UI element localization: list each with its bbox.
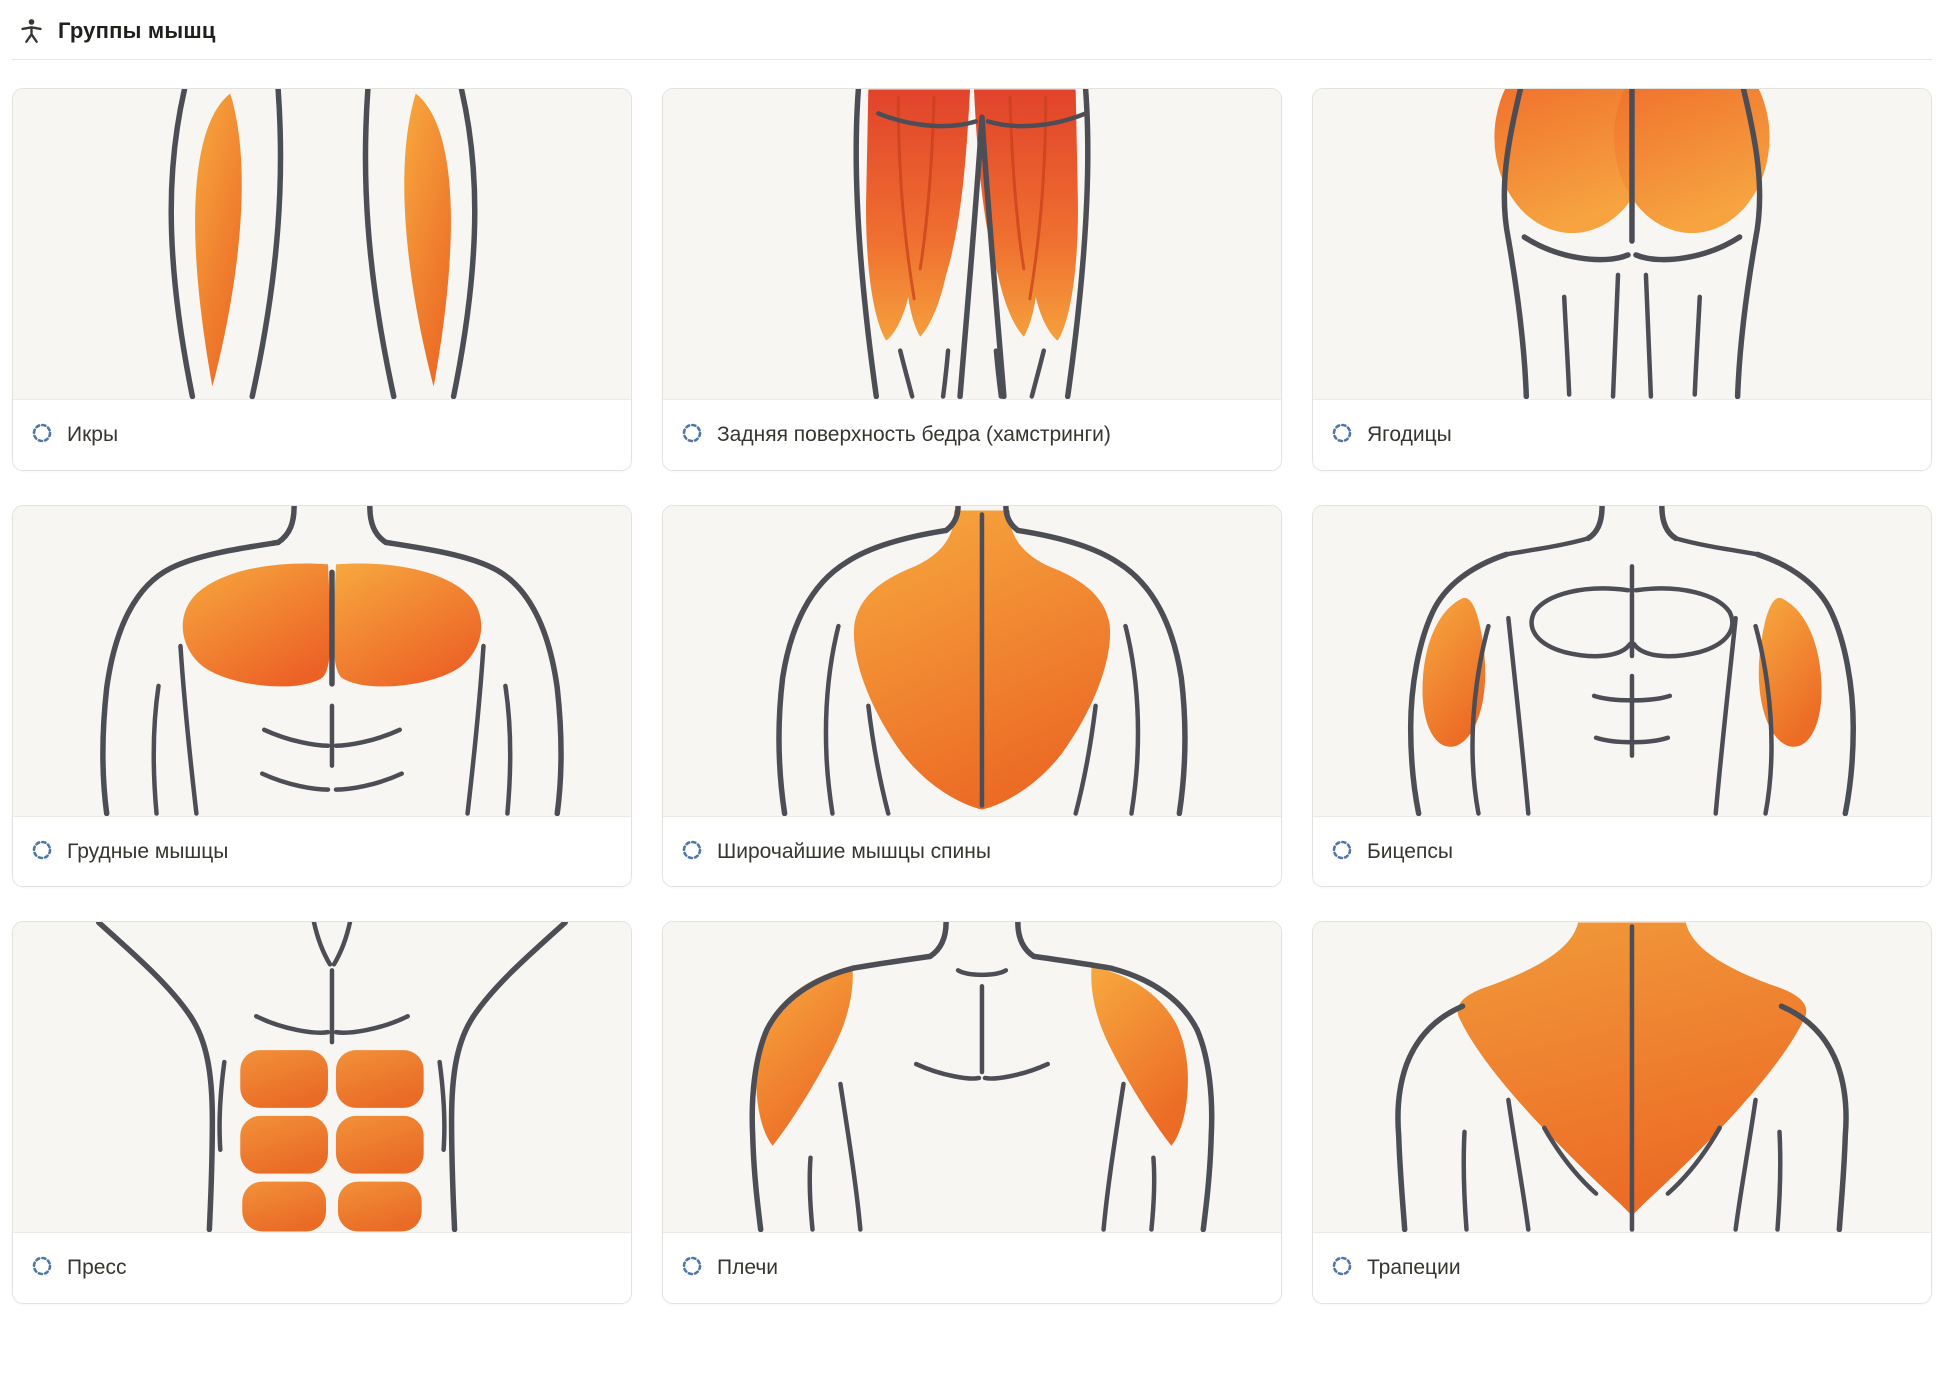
hamstrings-illustration — [663, 89, 1281, 399]
gallery-card-abs[interactable]: Пресс — [12, 921, 632, 1304]
card-caption: Икры — [13, 399, 631, 470]
gallery-card-hamstrings[interactable]: Задняя поверхность бедра (хамстринги) — [662, 88, 1282, 471]
card-title: Трапеции — [1367, 1256, 1461, 1279]
card-title: Задняя поверхность бедра (хамстринги) — [717, 423, 1111, 446]
card-caption: Бицепсы — [1313, 815, 1931, 886]
card-caption: Ягодицы — [1313, 399, 1931, 470]
dashed-circle-status-icon — [31, 1255, 53, 1282]
gallery-card-lats[interactable]: Широчайшие мышцы спины — [662, 504, 1282, 887]
gallery-header: Группы мышц — [12, 0, 1932, 60]
dashed-circle-status-icon — [1331, 1255, 1353, 1282]
gallery-card-glutes[interactable]: Ягодицы — [1312, 88, 1932, 471]
dashed-circle-status-icon — [1331, 839, 1353, 866]
card-caption: Грудные мышцы — [13, 815, 631, 886]
gallery-card-chest[interactable]: Грудные мышцы — [12, 504, 632, 887]
card-caption: Трапеции — [1313, 1232, 1931, 1303]
biceps-illustration — [1313, 505, 1931, 816]
card-title: Грудные мышцы — [67, 839, 229, 863]
person-icon — [18, 17, 45, 44]
lats-illustration — [663, 505, 1281, 816]
dashed-circle-status-icon — [681, 1255, 703, 1282]
calves-illustration — [13, 89, 631, 399]
chest-illustration — [13, 505, 631, 816]
gallery-card-biceps[interactable]: Бицепсы — [1312, 504, 1932, 887]
card-caption: Задняя поверхность бедра (хамстринги) — [663, 399, 1281, 470]
gallery-card-traps[interactable]: Трапеции — [1312, 921, 1932, 1304]
card-title: Икры — [67, 423, 119, 446]
shoulders-illustration — [663, 922, 1281, 1232]
gallery-card-calves[interactable]: Икры — [12, 88, 632, 471]
card-title: Ягодицы — [1367, 423, 1452, 446]
card-caption: Пресс — [13, 1232, 631, 1303]
gallery-card-shoulders[interactable]: Плечи — [662, 921, 1282, 1304]
dashed-circle-status-icon — [31, 422, 53, 449]
dashed-circle-status-icon — [31, 839, 53, 866]
card-caption: Широчайшие мышцы спины — [663, 815, 1281, 886]
dashed-circle-status-icon — [1331, 422, 1353, 449]
card-title: Пресс — [67, 1256, 127, 1279]
card-title: Бицепсы — [1367, 839, 1453, 863]
card-title: Плечи — [717, 1256, 779, 1279]
traps-illustration — [1313, 922, 1931, 1232]
card-caption: Плечи — [663, 1232, 1281, 1303]
gallery-grid: Икры — [0, 60, 1944, 1320]
dashed-circle-status-icon — [681, 422, 703, 449]
card-title: Широчайшие мышцы спины — [717, 839, 991, 863]
page-title: Группы мышц — [58, 17, 216, 43]
glutes-illustration — [1313, 89, 1931, 399]
abs-illustration — [13, 922, 631, 1232]
dashed-circle-status-icon — [681, 839, 703, 866]
